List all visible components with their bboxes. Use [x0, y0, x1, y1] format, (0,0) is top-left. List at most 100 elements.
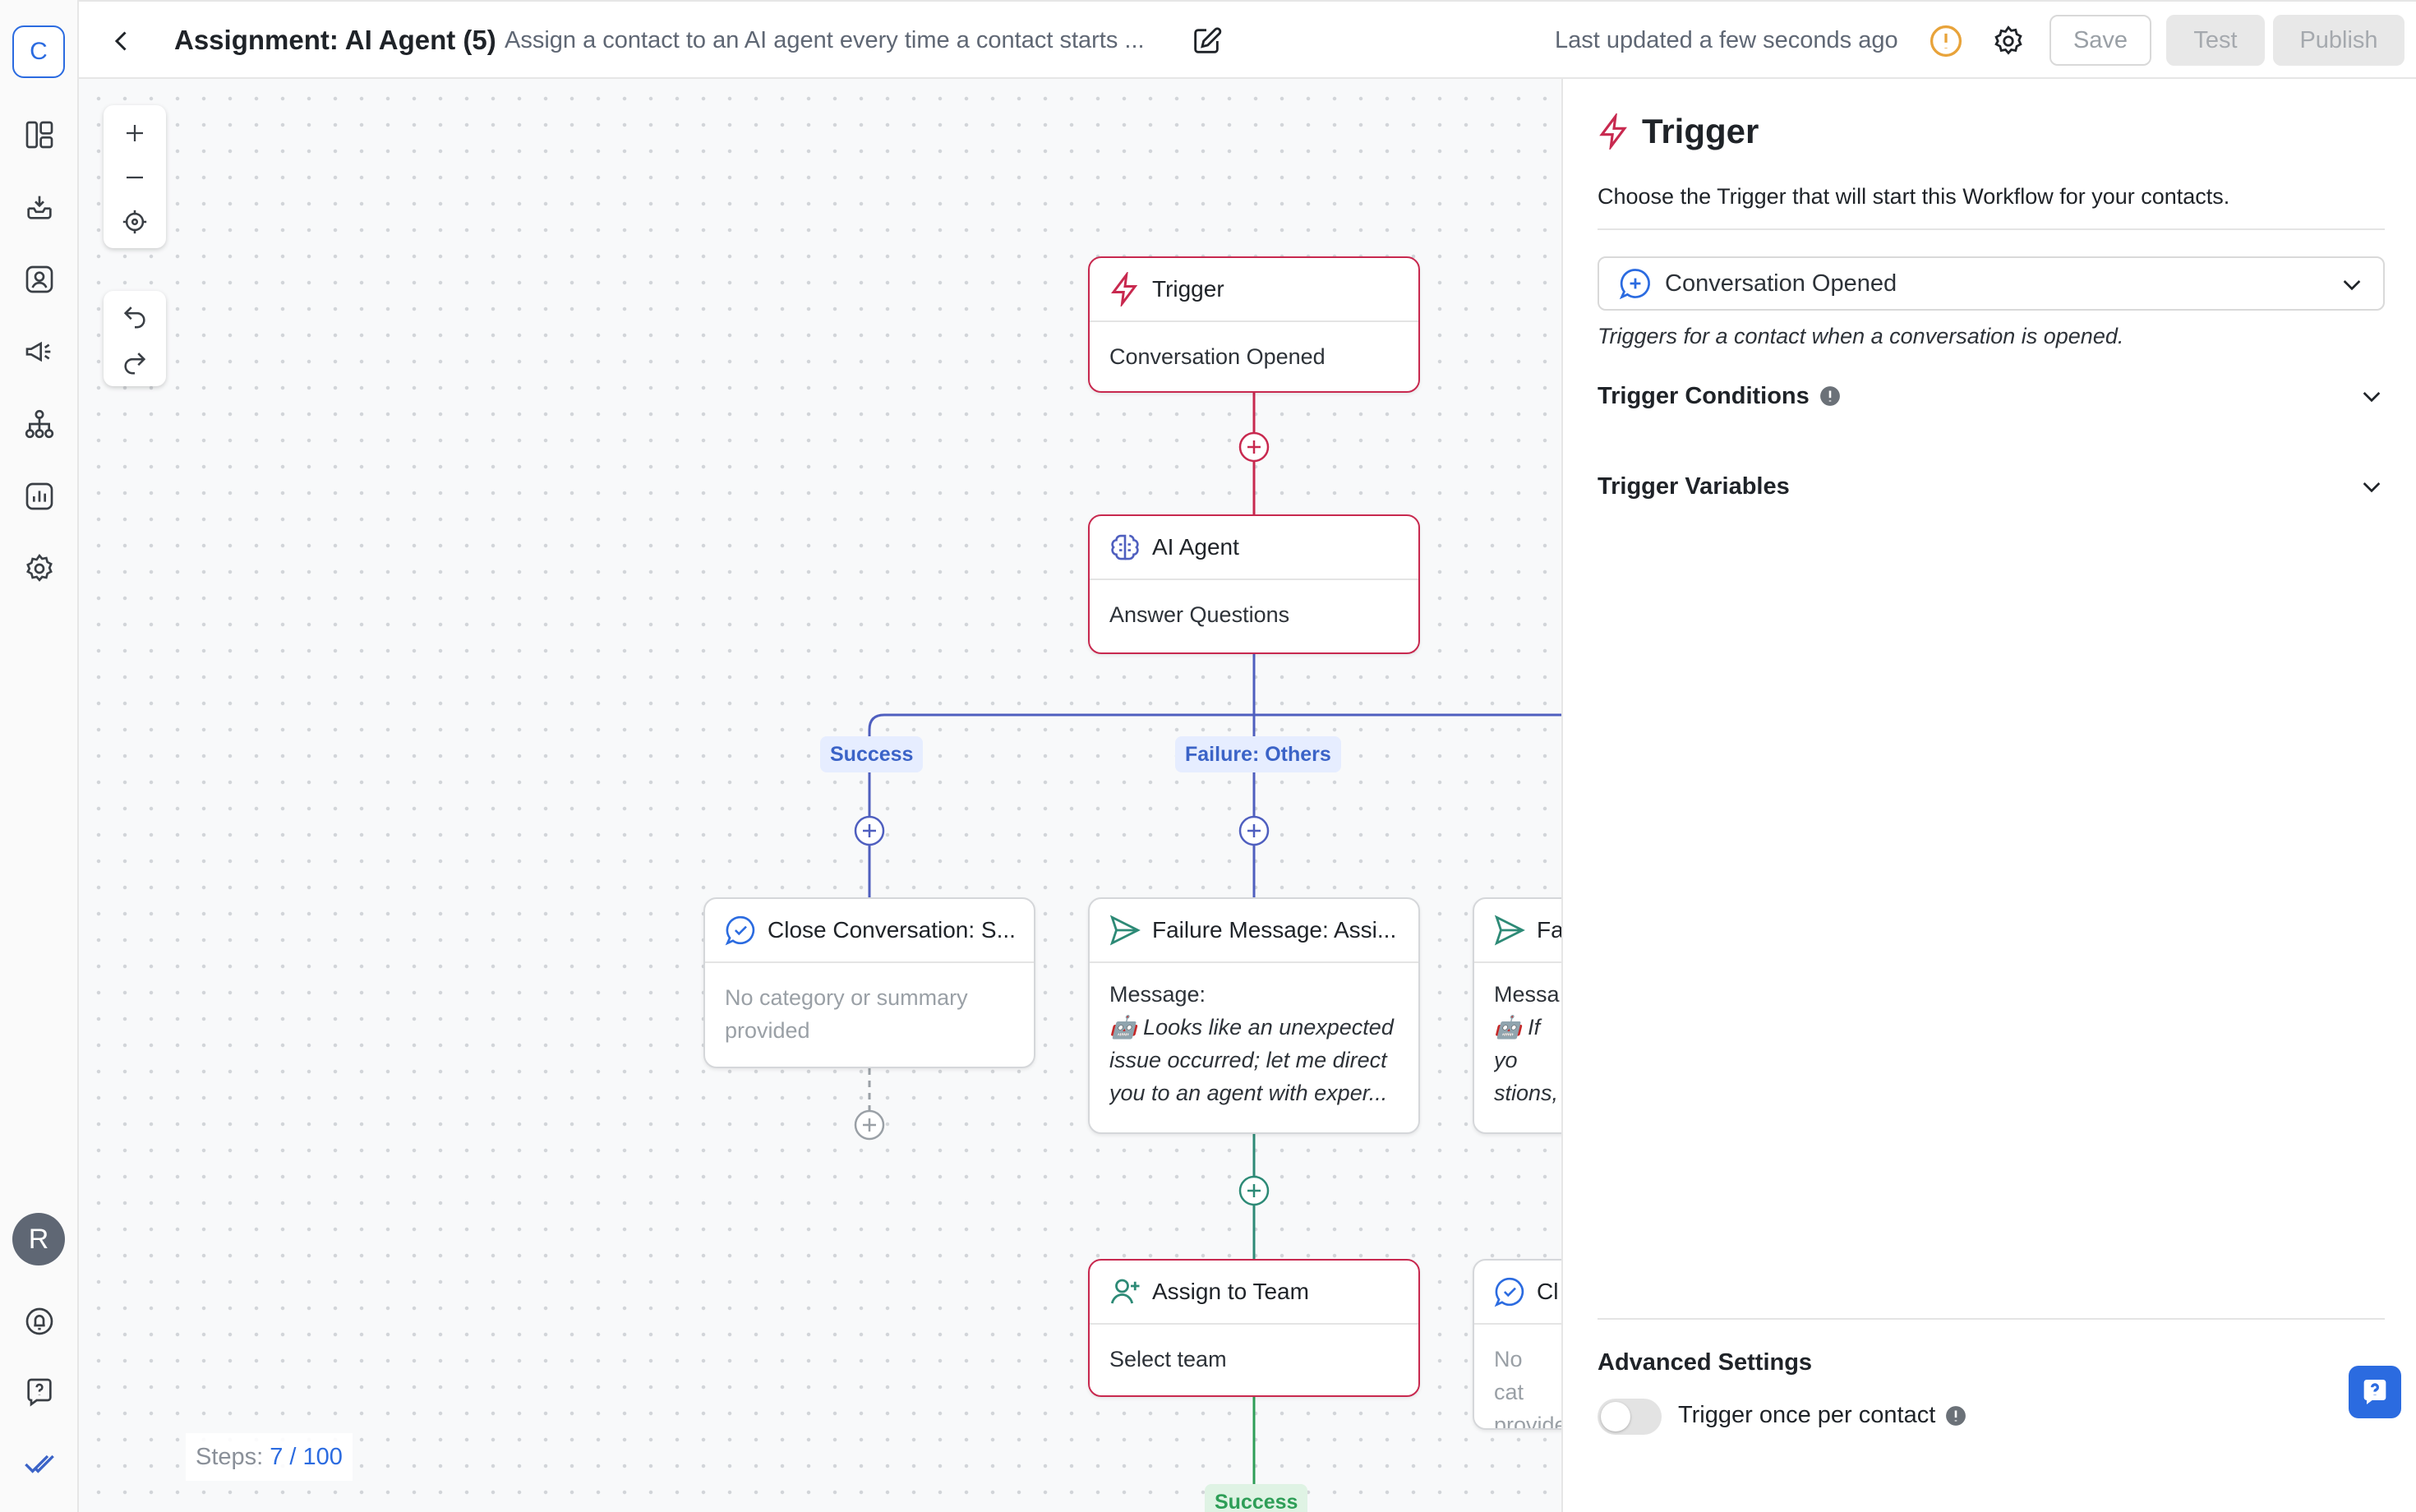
chevron-left-icon [114, 31, 127, 51]
trigger-once-label: Trigger once per contact [1678, 1402, 1966, 1429]
chat-check-icon [1494, 1277, 1524, 1307]
trigger-variables-accordion[interactable]: Trigger Variables [1598, 467, 2385, 506]
undo-button[interactable] [115, 296, 154, 335]
recenter-button[interactable] [115, 202, 154, 242]
message-label: Message: [1109, 982, 1206, 1007]
contacts-icon[interactable] [18, 258, 61, 301]
lightning-icon [1599, 113, 1627, 150]
workflow-icon[interactable] [18, 403, 61, 445]
branch-label-failure-others: Failure: Others [1175, 736, 1341, 772]
workflow-settings-button[interactable] [1987, 20, 2030, 62]
chevron-down-icon [2363, 482, 2381, 493]
chat-help-icon [2363, 1380, 2386, 1404]
info-icon[interactable] [1945, 1405, 1966, 1427]
toggle-label-text: Trigger once per contact [1678, 1402, 1936, 1428]
divider [1598, 228, 2385, 230]
add-step-icon[interactable] [1238, 1175, 1270, 1206]
workflow-canvas[interactable]: Success Failure: Others Success Trigger … [79, 79, 1561, 1512]
node-close-conversation-2[interactable]: Cl No cat provide [1473, 1259, 1561, 1430]
node-body: No category or summary provided [725, 985, 968, 1043]
top-bar: Assignment: AI Agent (5) Assign a contac… [79, 0, 2416, 79]
check-double-icon[interactable] [18, 1443, 61, 1486]
node-title: Assign to Team [1152, 1279, 1309, 1304]
trigger-conditions-accordion[interactable]: Trigger Conditions [1598, 376, 2385, 416]
gear-icon [1994, 25, 2022, 55]
add-step-icon[interactable] [854, 815, 885, 846]
add-step-icon[interactable] [1238, 431, 1270, 463]
trigger-select[interactable]: Conversation Opened [1598, 256, 2385, 311]
node-body: Select team [1109, 1347, 1227, 1371]
minus-icon [127, 176, 143, 179]
brain-icon [1111, 534, 1139, 560]
zoom-out-button[interactable] [115, 158, 154, 197]
node-title: Fa [1537, 917, 1561, 943]
advanced-settings-heading: Advanced Settings [1598, 1349, 1813, 1376]
support-chat-button[interactable] [2349, 1366, 2401, 1418]
branch-label-success: Success [820, 736, 924, 772]
workflow-title: Assignment: AI Agent (5) [174, 25, 496, 55]
chat-check-icon [725, 915, 755, 946]
node-body: Conversation Opened [1109, 344, 1326, 369]
add-step-icon[interactable] [854, 1109, 885, 1141]
crosshair-icon [122, 210, 147, 234]
megaphone-icon[interactable] [18, 330, 61, 373]
divider [1598, 1318, 2385, 1320]
back-button[interactable] [102, 21, 141, 61]
message-preview: 🤖 Looks like an unexpected issue occurre… [1109, 1015, 1394, 1105]
undo-icon [123, 307, 145, 329]
trigger-hint: Triggers for a contact when a conversati… [1598, 324, 2124, 348]
message-label: Messa [1494, 982, 1560, 1007]
info-icon[interactable] [1819, 385, 1841, 407]
panel-title: Trigger [1642, 112, 1759, 150]
node-close-conversation[interactable]: Close Conversation: S... No category or … [703, 897, 1035, 1068]
bell-icon[interactable] [18, 1300, 61, 1343]
zoom-in-button[interactable] [115, 113, 154, 153]
branch-label-success-bottom: Success [1205, 1484, 1308, 1512]
panel-subtitle: Choose the Trigger that will start this … [1598, 184, 2230, 209]
node-title: Failure Message: Assi... [1152, 917, 1397, 943]
help-icon[interactable] [18, 1371, 61, 1413]
trigger-once-toggle[interactable] [1598, 1399, 1662, 1435]
chevron-down-icon [2343, 280, 2361, 291]
warning-icon[interactable] [1928, 23, 1964, 59]
chevron-down-icon [2363, 392, 2381, 403]
plus-icon [127, 125, 143, 141]
publish-button[interactable]: Publish [2273, 15, 2404, 66]
redo-icon [124, 353, 146, 375]
edit-workflow-button[interactable] [1185, 20, 1228, 62]
node-body: Answer Questions [1109, 602, 1290, 627]
message-preview: 🤖 If yo stions, rsation [1494, 1015, 1559, 1105]
pencil-square-icon [1194, 27, 1222, 53]
send-icon [1109, 915, 1141, 946]
steps-label: Steps: [196, 1443, 264, 1470]
steps-value: 7 / 100 [270, 1443, 343, 1470]
toggle-knob [1601, 1402, 1630, 1431]
node-title: Close Conversation: S... [768, 917, 1016, 943]
settings-icon[interactable] [18, 547, 61, 590]
layout-icon[interactable] [18, 113, 61, 156]
user-add-icon [1110, 1279, 1140, 1304]
edge-layer [854, 393, 1561, 1512]
left-rail: C R [0, 0, 79, 1512]
node-title: Cl [1537, 1279, 1559, 1304]
reports-icon[interactable] [18, 475, 61, 518]
node-failure-message-2[interactable]: Fa Messa 🤖 If yo stions, rsation [1473, 897, 1561, 1134]
avatar[interactable]: R [12, 1213, 65, 1265]
accordion-label: Trigger Variables [1598, 472, 1790, 500]
node-failure-message[interactable]: Failure Message: Assi... Message: 🤖 Look… [1088, 897, 1420, 1134]
node-body: No cat provide [1494, 1347, 1561, 1430]
save-button[interactable]: Save [2049, 15, 2151, 66]
node-assign-team[interactable]: Assign to Team Select team [1088, 1259, 1420, 1397]
trigger-select-value: Conversation Opened [1665, 270, 1897, 297]
node-ai-agent[interactable]: AI Agent Answer Questions [1088, 514, 1420, 654]
node-trigger[interactable]: Trigger Conversation Opened [1088, 256, 1420, 393]
node-title: Trigger [1152, 276, 1224, 302]
zoom-controls [104, 105, 166, 248]
inbox-icon[interactable] [18, 186, 61, 228]
edge-branch-bus [868, 713, 1561, 897]
add-step-icon[interactable] [1238, 815, 1270, 846]
redo-button[interactable] [115, 342, 154, 381]
workspace-logo[interactable]: C [12, 25, 65, 78]
trigger-panel: Trigger Choose the Trigger that will sta… [1561, 79, 2416, 1512]
test-button[interactable]: Test [2166, 15, 2265, 66]
